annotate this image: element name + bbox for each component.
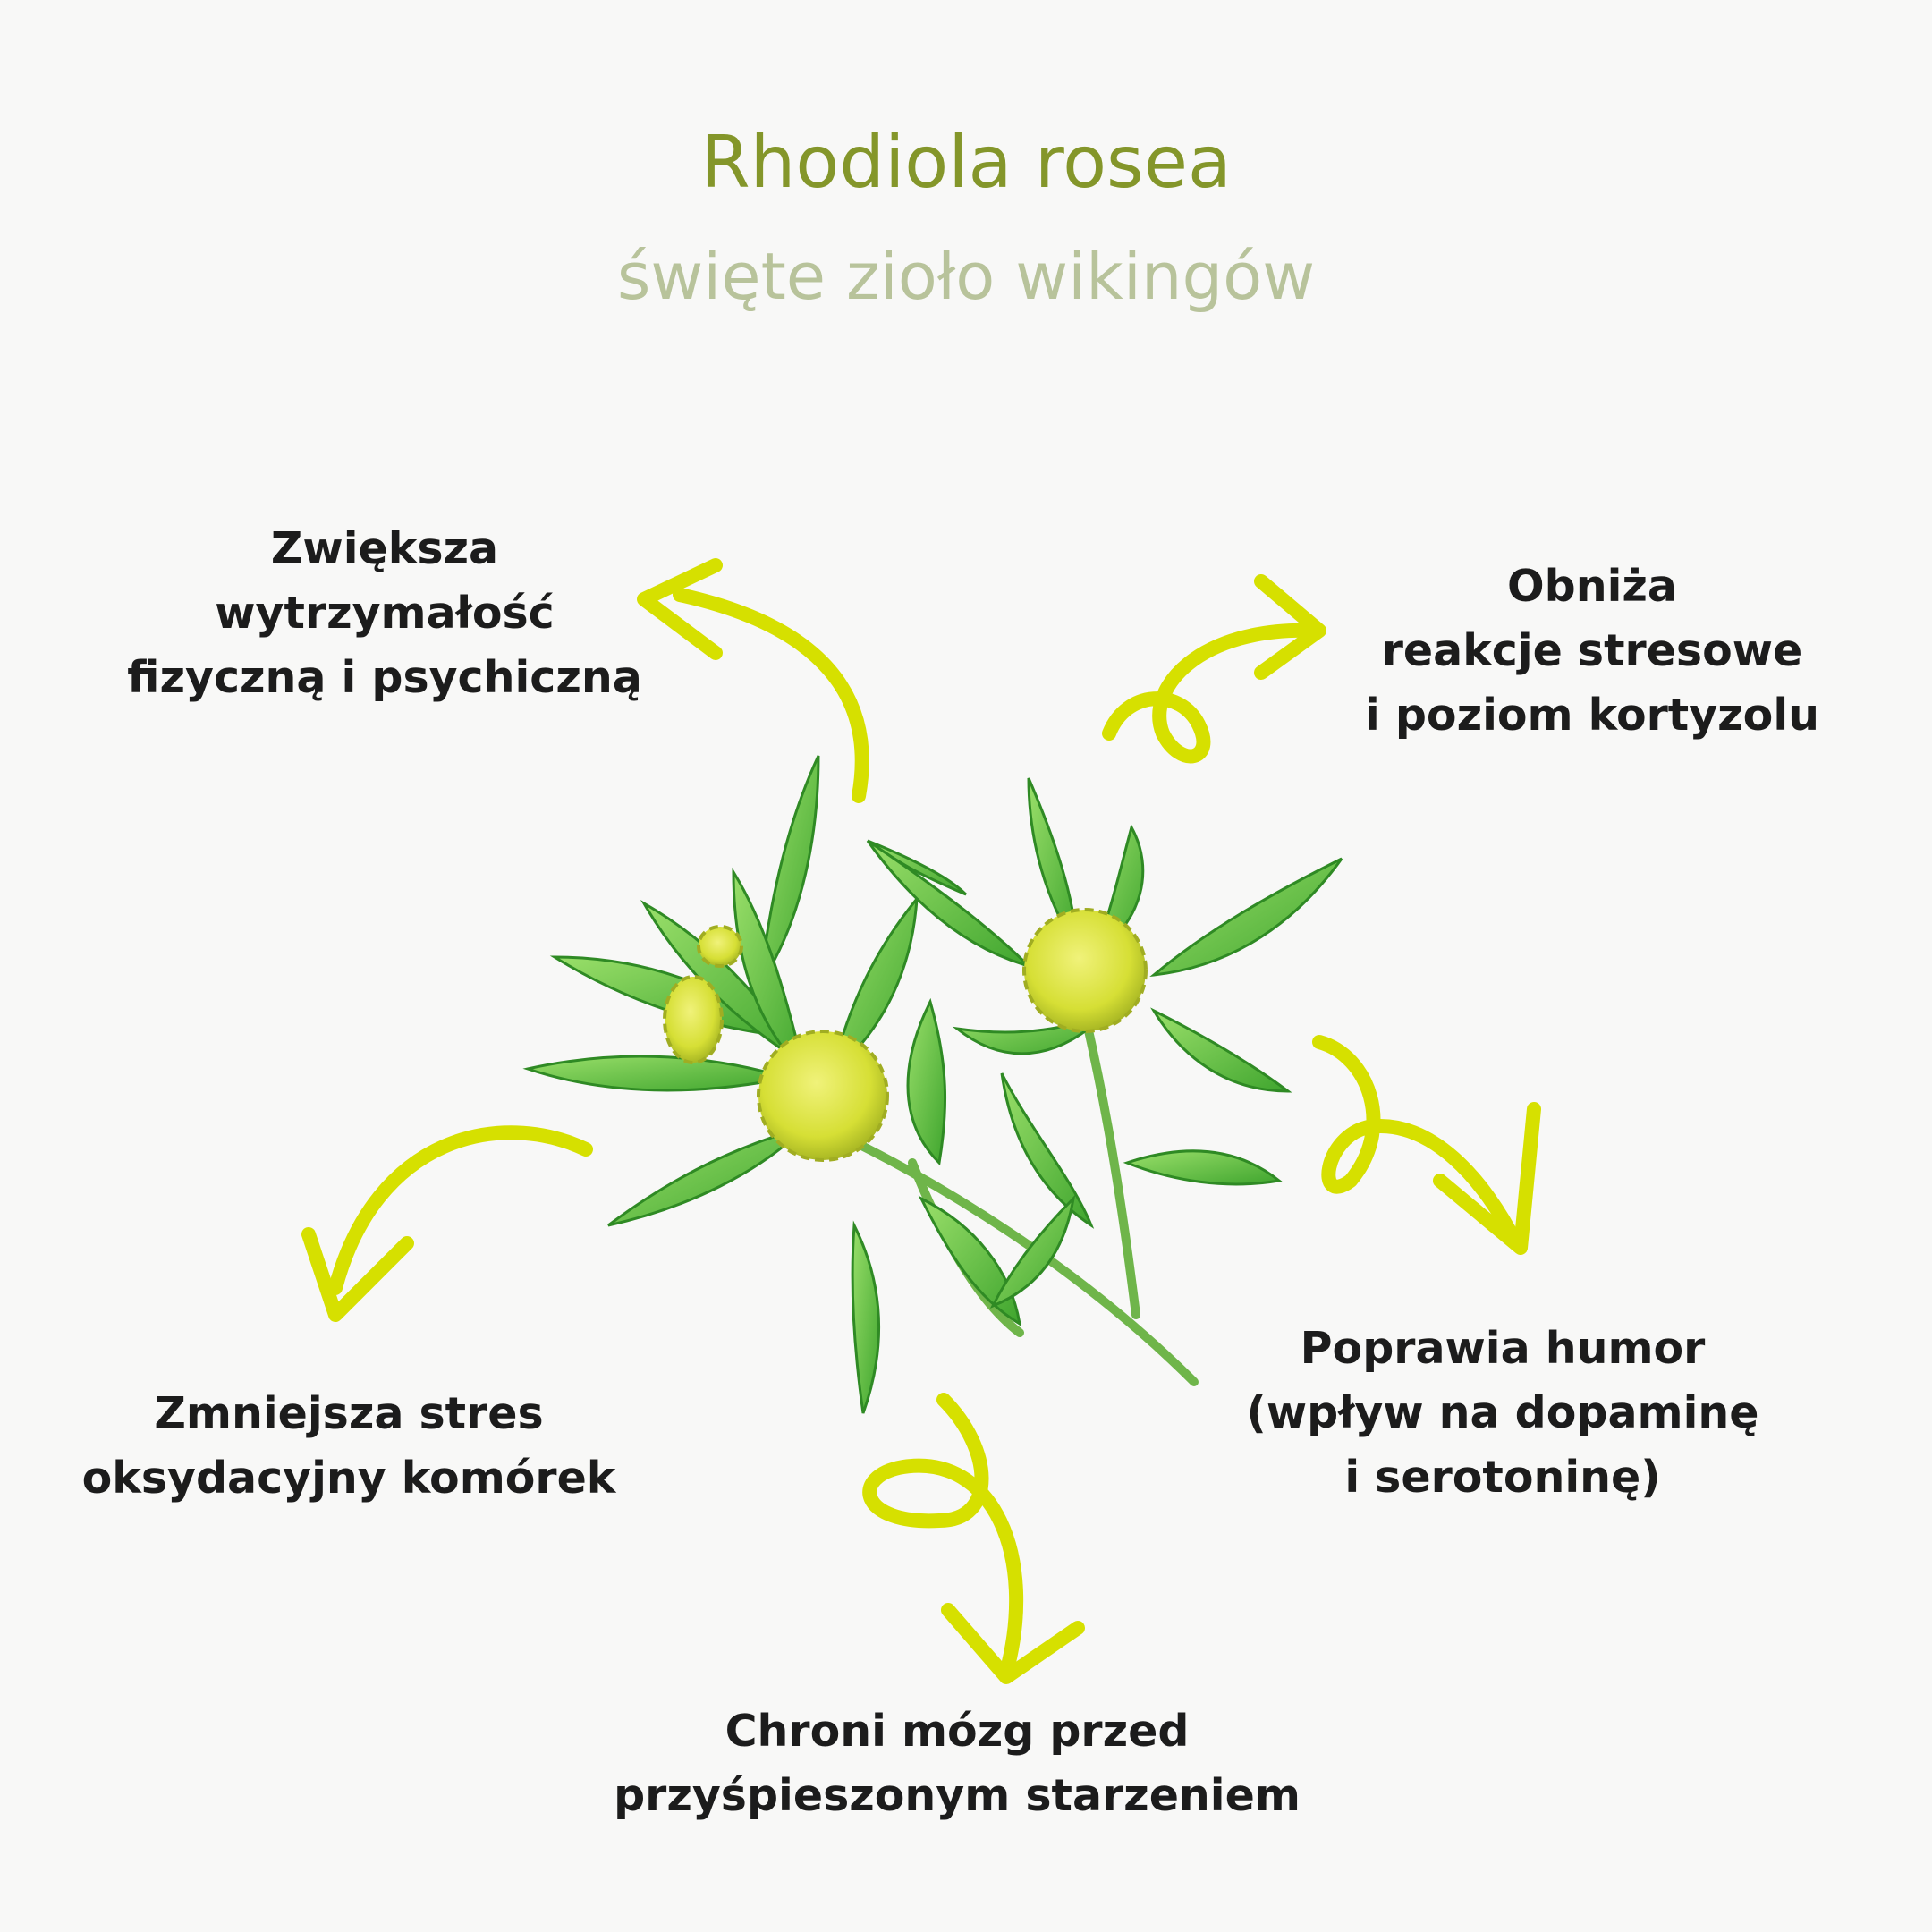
benefit-stress-cortisol: Obniża reakcje stresowe i poziom kortyzo… [1364, 561, 1820, 741]
curl-arrow-icon [862, 1393, 1085, 1684]
page-subtitle: święte zioło wikingów [616, 239, 1316, 314]
curl-arrow-icon [1102, 574, 1326, 764]
benefit-brain-aging: Chroni mózg przed przyśpieszonym starzen… [614, 1706, 1301, 1821]
benefit-oxidative-stress: Zmniejsza stres oksydacyjny komórek [81, 1388, 616, 1504]
curl-arrow-icon [1312, 1035, 1541, 1255]
arrow-icon [301, 1125, 593, 1322]
arrow-icon [637, 558, 869, 803]
benefit-mood: Poprawia humor (wpływ na dopaminę i sero… [1246, 1323, 1759, 1503]
benefit-endurance: Zwiększa wytrzymałość fizyczną i psychic… [127, 523, 642, 703]
rhodiola-plant-illustration [522, 755, 1343, 1414]
page-title: Rhodiola rosea [700, 121, 1232, 204]
